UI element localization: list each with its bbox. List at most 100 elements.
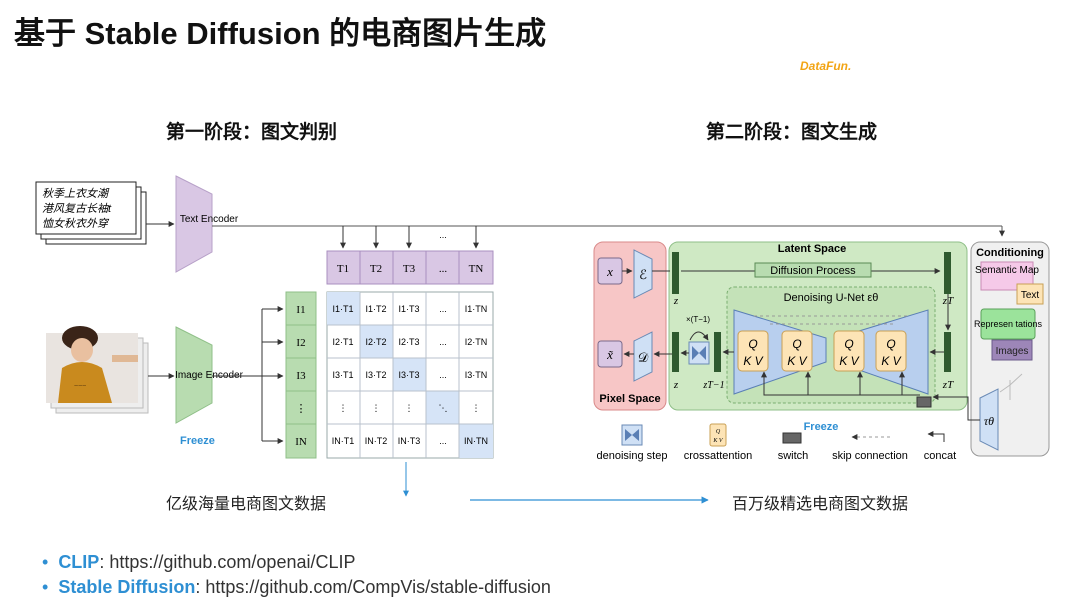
diagram-part: Image Encoder [175,370,243,381]
diagram-part [327,292,360,325]
link-item-clip: •CLIP: https://github.com/openai/CLIP [42,552,356,572]
image-encoder-label: Image Encoder [175,370,243,381]
matrix-cell: I1·T3 [398,304,419,314]
denoising-unet-label: Denoising U-Net εθ [784,292,879,304]
diagram-part: I1·T1 I1·T2 I1·T3 ... I1·TN I2·T1 I2·T2 … [332,304,488,446]
t-header-cell: T1 [337,263,349,275]
matrix-cell: I2·T2 [365,337,386,347]
vae-encoder-shape [633,249,653,299]
diagram-part: Text Encoder [180,214,239,225]
stage1-freeze-label: Freeze [180,435,215,447]
datafun-logo: DataFun. [800,59,852,73]
latent-space-label: Latent Space [778,243,846,255]
diagram-part: Q [716,429,721,435]
legend: denoising step Q K V crossattention swit… [597,423,956,462]
legend-crossattention: crossattention [684,450,752,462]
legend-switch-icon [782,432,802,444]
diagram-part [327,292,493,458]
decoder-symbol: 𝒟 [638,350,649,365]
matrix-cell: ... [439,304,447,314]
diagram-part [875,330,907,372]
matrix-cell: IN·T1 [332,436,355,446]
cond-semantic-map-label: Semantic Map [975,265,1039,276]
matrix-cell: ⋮ [372,403,381,413]
matrix-cell: IN·T2 [365,436,388,446]
matrix-cell: ⋮ [339,403,348,413]
matrix-cell: ... [439,370,447,380]
z0-latent-bar [672,332,679,372]
matrix-cell: IN·TN [464,436,488,446]
diagram-part [761,371,920,396]
diagram-part [692,346,706,360]
diagram-part [932,394,980,421]
matrix-cell: ⋱ [439,403,448,413]
diagram-part: Q [748,337,757,351]
matrix-cell: I3·T1 [332,370,353,380]
z-latent-bar [672,252,679,294]
matrix-cell: I2·T3 [398,337,419,347]
slide-title: 基于 Stable Diffusion 的电商图片生成 [14,16,547,51]
vae-decoder-shape [633,331,653,382]
zT-noisy-bar [944,332,951,372]
matrix-cell: I1·T1 [332,304,353,314]
i-header-cell: ⋮ [296,403,307,415]
diffusion-process-box [754,262,872,278]
image-token-column: I1 I2 I3 ⋮ IN [285,291,317,459]
diagram-part [326,250,494,285]
link-url[interactable]: https://github.com/openai/CLIP [109,552,356,572]
diagram-part: ~~~ [74,383,86,390]
input-text-line: 港风复古长袖t [42,202,112,215]
diagram-part: Q [844,337,853,351]
t-header-cell: TN [469,263,484,275]
hand-shape [112,355,138,362]
diagram-part: K V [712,438,724,444]
encoder-symbol: ℰ [639,267,647,282]
matrix-cell: ... [439,337,447,347]
link-item-stable-diffusion: •Stable Diffusion: https://github.com/Co… [42,577,551,597]
x-tilde-output-box [597,340,623,368]
text-encoder-shape [175,175,213,273]
diagram-part [999,373,1023,400]
tau-encoder-shape [979,388,999,451]
link-url[interactable]: https://github.com/CompVis/stable-diffus… [205,577,551,597]
tau-symbol: τθ [984,414,994,428]
matrix-cell: ⋮ [405,403,414,413]
legend-concat-icon [927,431,945,442]
legend-skip-connection: skip connection [832,450,908,462]
cond-representations [980,308,1036,340]
matrix-cell: IN·T3 [398,436,421,446]
diagram-part: K V [839,354,859,368]
cond-images-label: Images [996,346,1029,357]
stage2-freeze-label: Freeze [804,421,839,433]
legend-switch: switch [778,450,809,462]
diagram-part [625,429,639,441]
diagram-part [426,391,459,424]
input-text-cards: 秋季上衣女潮 港风复古长袖t 恤女秋衣外穿 [35,181,147,245]
text-encoder-label: Text Encoder [180,214,239,225]
zT-label-2: zT [942,379,954,391]
i-header-cell: IN [295,436,307,448]
reference-links: •CLIP: https://github.com/openai/CLIP •S… [42,550,551,600]
cond-semantic-map [980,261,1034,291]
x-symbol: x [606,264,613,279]
i-header-cell: I3 [296,370,306,382]
stage1-heading: 第一阶段：图文判别 [166,122,338,143]
stage2-data-label: 百万级精选电商图文数据 [732,496,909,513]
matrix-cell: ⋮ [472,403,481,413]
diagram-part: K V [787,354,807,368]
t-header-cell: T3 [403,263,416,275]
link-key: Stable Diffusion [58,577,196,597]
matrix-cell: I2·TN [465,337,488,347]
legend-concat: concat [924,450,956,462]
diagram-part [285,291,317,459]
zT-1-latent-bar [714,332,721,372]
diagram-part [393,358,426,391]
matrix-cell: I3·TN [465,370,488,380]
diagram-part [737,330,769,372]
x-tilde-symbol: x̃ [606,347,614,362]
z-label: z [673,295,679,307]
matrix-cell: ... [439,436,447,446]
diagram-part [35,181,137,235]
t-header-cell: ... [439,263,448,275]
diagram-part: Q [886,337,895,351]
